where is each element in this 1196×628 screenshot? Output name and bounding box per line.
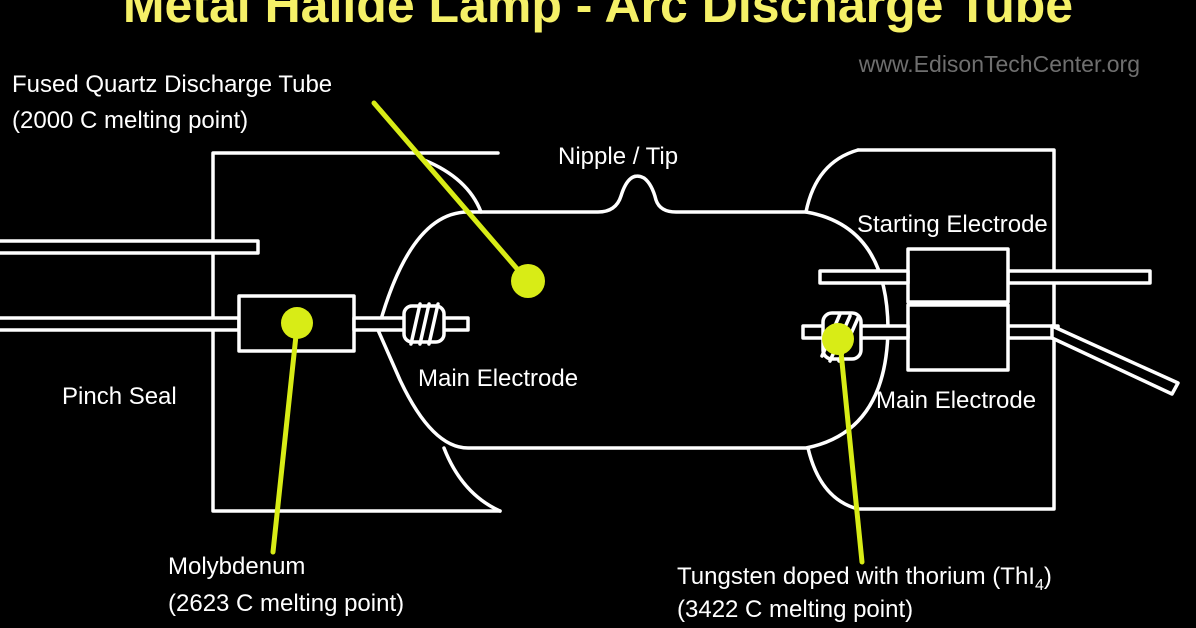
tungsten-label-suffix: ) xyxy=(1044,563,1052,590)
left-pinch-seal-outline xyxy=(211,151,502,513)
diagram-title: Metal Halide Lamp - Arc Discharge Tube xyxy=(123,0,1073,33)
tungsten-leader xyxy=(837,339,865,565)
fused-quartz-leader xyxy=(371,100,528,281)
right-upper-shoulder-curve xyxy=(804,148,860,214)
nipple-tip-label: Nipple / Tip xyxy=(558,143,678,170)
left-coil-windings xyxy=(409,302,440,346)
labels: Fused Quartz Discharge Tube (2000 C melt… xyxy=(12,71,1052,623)
fused-quartz-label-line2: (2000 C melting point) xyxy=(12,107,248,134)
molybdenum-leader-dot xyxy=(281,307,313,339)
molybdenum-label-line2: (2623 C melting point) xyxy=(168,590,404,617)
tungsten-label-line2: (3422 C melting point) xyxy=(677,596,913,623)
right-starting-lead-outer xyxy=(1006,269,1152,285)
discharge-tube-body xyxy=(376,174,890,450)
fused-quartz-leader-dot xyxy=(511,264,545,298)
tube-drawing xyxy=(0,148,1180,513)
main-electrode-left-label: Main Electrode xyxy=(418,365,578,392)
tungsten-label-line1: Tungsten doped with thorium (ThI4) xyxy=(677,563,1052,594)
left-lower-lead-wire xyxy=(0,316,241,332)
tungsten-label-prefix: Tungsten doped with thorium (ThI xyxy=(677,563,1035,590)
right-main-foil xyxy=(906,303,1010,372)
tungsten-leader-dot xyxy=(822,323,854,355)
right-starting-electrode-stem xyxy=(818,269,910,285)
tungsten-label-subscript: 4 xyxy=(1035,577,1044,594)
right-lower-shoulder-curve xyxy=(806,446,860,511)
fused-quartz-label-line1: Fused Quartz Discharge Tube xyxy=(12,71,332,98)
main-electrode-right-label: Main Electrode xyxy=(876,387,1036,414)
left-shoulder-curve xyxy=(422,158,483,214)
leader-lines xyxy=(270,100,865,565)
molybdenum-label-line1: Molybdenum xyxy=(168,553,305,580)
starting-electrode-label: Starting Electrode xyxy=(857,211,1048,238)
left-lower-shoulder-curve xyxy=(442,446,502,513)
molybdenum-leader xyxy=(270,323,300,555)
website-credit: www.EdisonTechCenter.org xyxy=(858,51,1140,77)
right-starting-foil xyxy=(906,247,1010,304)
pinch-seal-label: Pinch Seal xyxy=(62,383,177,410)
right-bent-lead-wire xyxy=(1050,324,1180,396)
left-upper-lead-wire xyxy=(0,239,260,255)
